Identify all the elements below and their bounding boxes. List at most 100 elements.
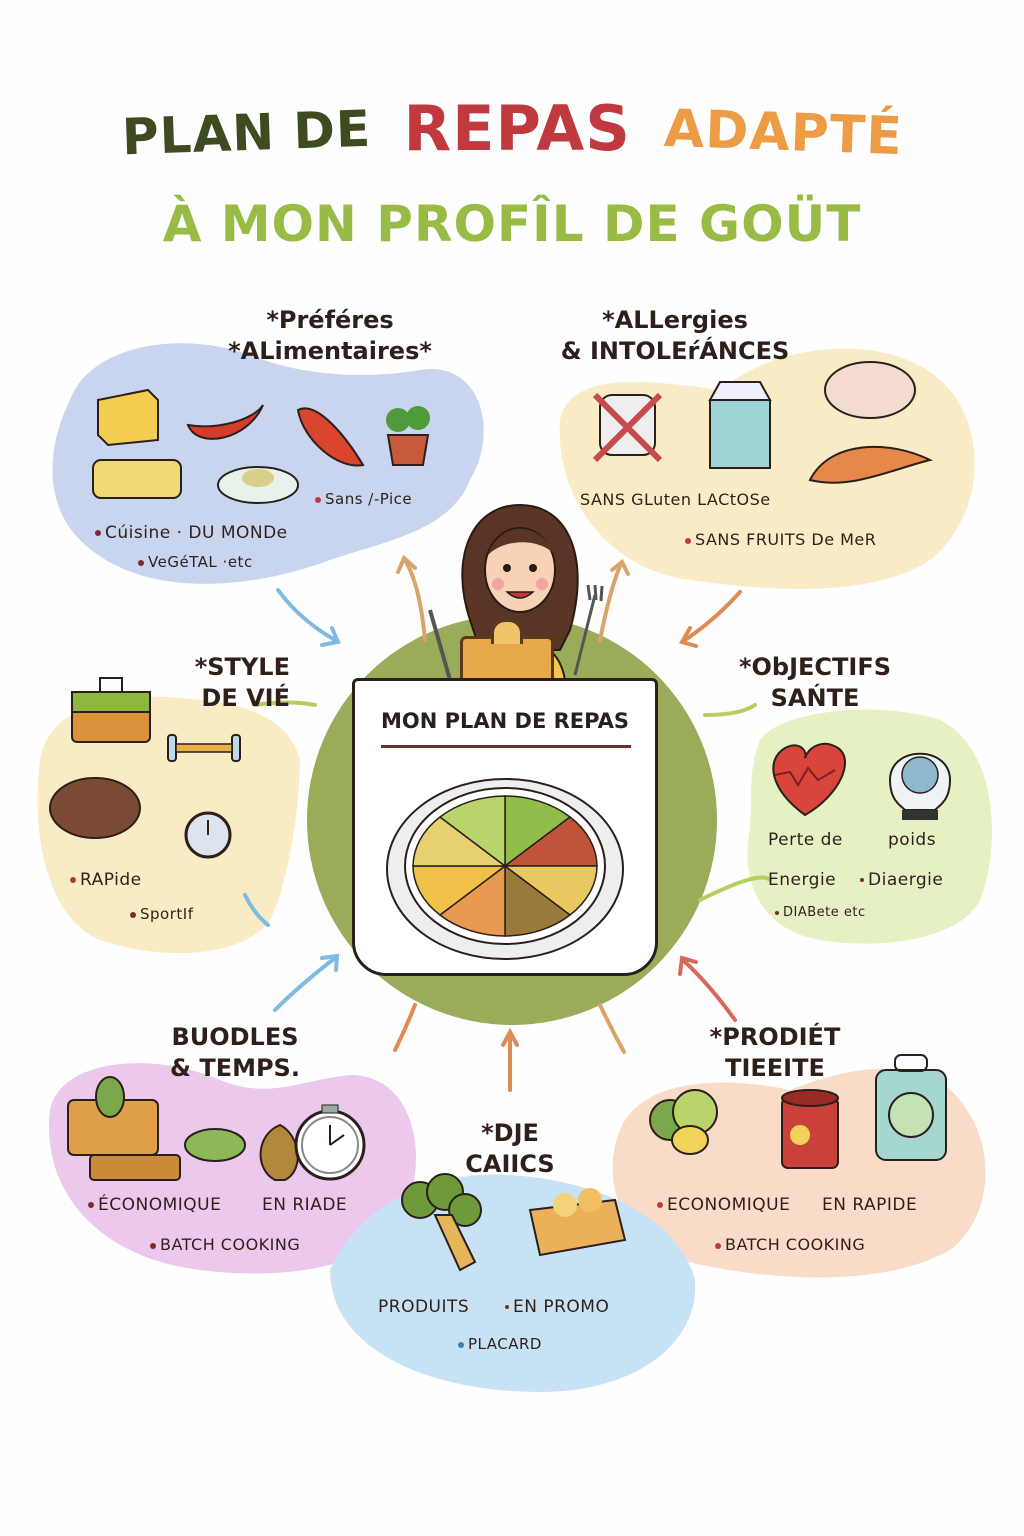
- allergies-icons: [592, 361, 933, 484]
- section-heading-allergies: *ALLergies & INTOLEŕÁNCES: [545, 305, 805, 367]
- item-text: RAPide: [80, 870, 142, 890]
- food-box-icon: [528, 1188, 627, 1257]
- arrow-center-up-right: [598, 564, 622, 642]
- wallet-icon: [67, 1099, 181, 1181]
- project-icons: [649, 1054, 947, 1169]
- pantry-item-1: PRODUITS: [378, 1297, 469, 1317]
- heading-line-1: *ALLergies: [602, 306, 748, 334]
- allergies-item-2: SANS FRUITS De MeR: [685, 530, 876, 549]
- milk-carton-icon: [708, 381, 772, 469]
- budget-icons: [67, 1076, 366, 1181]
- arrow-project-to-center: [681, 958, 737, 1022]
- heart-icon: [772, 742, 846, 817]
- heading-line-1: BUODLES: [171, 1023, 299, 1051]
- health-item-2: poids: [888, 830, 936, 850]
- heading-line-1: *STYLE: [194, 653, 290, 681]
- item-text: SANS FRUITS De MeR: [695, 530, 877, 549]
- bullet-icon: [315, 496, 321, 503]
- health-item-1: Perte de: [768, 830, 843, 850]
- pantry-item-2: EN PROMO: [505, 1297, 609, 1317]
- clock-icon: [184, 811, 232, 859]
- card-divider: [381, 745, 631, 748]
- connector-health: [703, 703, 757, 717]
- item-text: Perte de: [768, 830, 843, 850]
- cheese-icon: [97, 388, 159, 447]
- health-item-5: DIABete etc: [775, 905, 866, 920]
- meal-plan-card: MON PLAN DE REPAS: [352, 678, 658, 976]
- card-title: MON PLAN DE REPAS: [381, 709, 629, 733]
- bullet-icon: [70, 877, 76, 883]
- item-text: Energie: [768, 870, 837, 890]
- allergies-item-1: SANS GLuten LACtOSe: [580, 490, 771, 509]
- arrow-center-up-left: [403, 558, 427, 642]
- arrow-allergies-to-center: [683, 590, 742, 642]
- bullet-icon: [860, 878, 864, 882]
- budget-item-1: ÉCONOMIQUE: [88, 1195, 221, 1215]
- section-heading-project: *PRODIÉT TIEEITE: [700, 1022, 850, 1084]
- preferences-item-3: VeGéTAL ·etc: [138, 553, 253, 571]
- lifestyle-item-1: RAPide: [70, 870, 142, 890]
- bullet-icon: [458, 1341, 464, 1348]
- plate-icon: [386, 778, 624, 960]
- connector-health-lower: [698, 875, 772, 902]
- bullet-icon: [150, 1242, 156, 1249]
- bread-icon: [92, 459, 182, 499]
- heading-line-1: *ObJECTIFS: [738, 653, 892, 681]
- heading-line-1: *Préféres: [266, 306, 394, 334]
- budget-item-3: BATCH COOKING: [150, 1235, 300, 1254]
- item-text: DIABete etc: [783, 905, 866, 920]
- bullet-icon: [138, 559, 144, 566]
- lifestyle-item-2: SportIf: [130, 905, 193, 923]
- vegetables-icon: [649, 1089, 718, 1155]
- dumbbell-icon: [167, 734, 241, 762]
- arrow-preferences-to-center: [276, 588, 337, 642]
- item-text: ÉCONOMIQUE: [98, 1195, 222, 1215]
- stopwatch-icon: [294, 1104, 366, 1181]
- item-text: EN RIADE: [262, 1195, 348, 1215]
- title-word-repas: REPAS: [403, 92, 631, 165]
- item-text: ECONOMIQUE: [667, 1195, 791, 1215]
- pantry-item-3: PLACARD: [458, 1335, 542, 1353]
- project-item-2: EN RAPIDE: [822, 1195, 917, 1215]
- chili-pepper-icon: [186, 404, 264, 440]
- crossed-out-jar-icon: [592, 392, 663, 463]
- health-icons: [772, 742, 952, 820]
- fork-icon: [573, 584, 604, 676]
- red-pepper-icon: [296, 407, 365, 467]
- item-text: PLACARD: [468, 1335, 542, 1353]
- item-text: Sans /-Pice: [325, 490, 413, 508]
- heading-line-2: SAŃTE: [770, 684, 860, 713]
- project-item-3: BATCH COOKING: [715, 1235, 865, 1254]
- heading-line-1: *PRODIÉT: [709, 1023, 841, 1051]
- heading-line-2: CAIICS: [465, 1150, 555, 1179]
- knife-icon: [428, 609, 452, 681]
- item-text: EN RAPIDE: [822, 1195, 918, 1215]
- bullet-icon: [715, 1242, 721, 1249]
- health-item-3: Energie: [768, 870, 836, 890]
- health-item-4: Diaergie: [860, 870, 943, 890]
- budget-item-2: EN RIADE: [262, 1195, 347, 1215]
- heading-line-2: *ALimentaires*: [228, 337, 432, 366]
- arrow-center-down-left: [393, 1003, 417, 1052]
- arrow-budget-to-center: [273, 956, 337, 1012]
- item-text: PRODUITS: [378, 1297, 470, 1317]
- meat-icon: [49, 777, 141, 839]
- blob-preferences: [52, 343, 484, 584]
- leaf-icon: [95, 1076, 246, 1162]
- item-text: BATCH COOKING: [160, 1235, 301, 1254]
- tin-can-icon: [781, 1089, 839, 1169]
- heading-line-1: *DJE: [481, 1119, 539, 1147]
- bullet-icon: [88, 1202, 94, 1208]
- potted-plant-icon: [386, 406, 430, 466]
- section-heading-lifestyle: *STYLE DE VIÉ: [150, 652, 290, 714]
- egg-dish-icon: [217, 466, 299, 504]
- item-text: SANS GLuten LACtOSe: [580, 490, 771, 509]
- section-heading-preferences: *Préféres *ALimentaires*: [200, 305, 460, 367]
- heading-line-2: DE VIÉ: [201, 684, 290, 713]
- heading-line-2: & TEMPS.: [170, 1054, 300, 1083]
- item-text: Cúisine · DU MONDe: [105, 523, 288, 543]
- title-line-2: À MON PROFÎL DE GOÜT: [162, 195, 862, 253]
- section-heading-pantry: *DJE CAIICS: [450, 1118, 570, 1180]
- project-item-1: ECONOMIQUE: [657, 1195, 790, 1215]
- lunchbox-clock-icon: [875, 1054, 947, 1161]
